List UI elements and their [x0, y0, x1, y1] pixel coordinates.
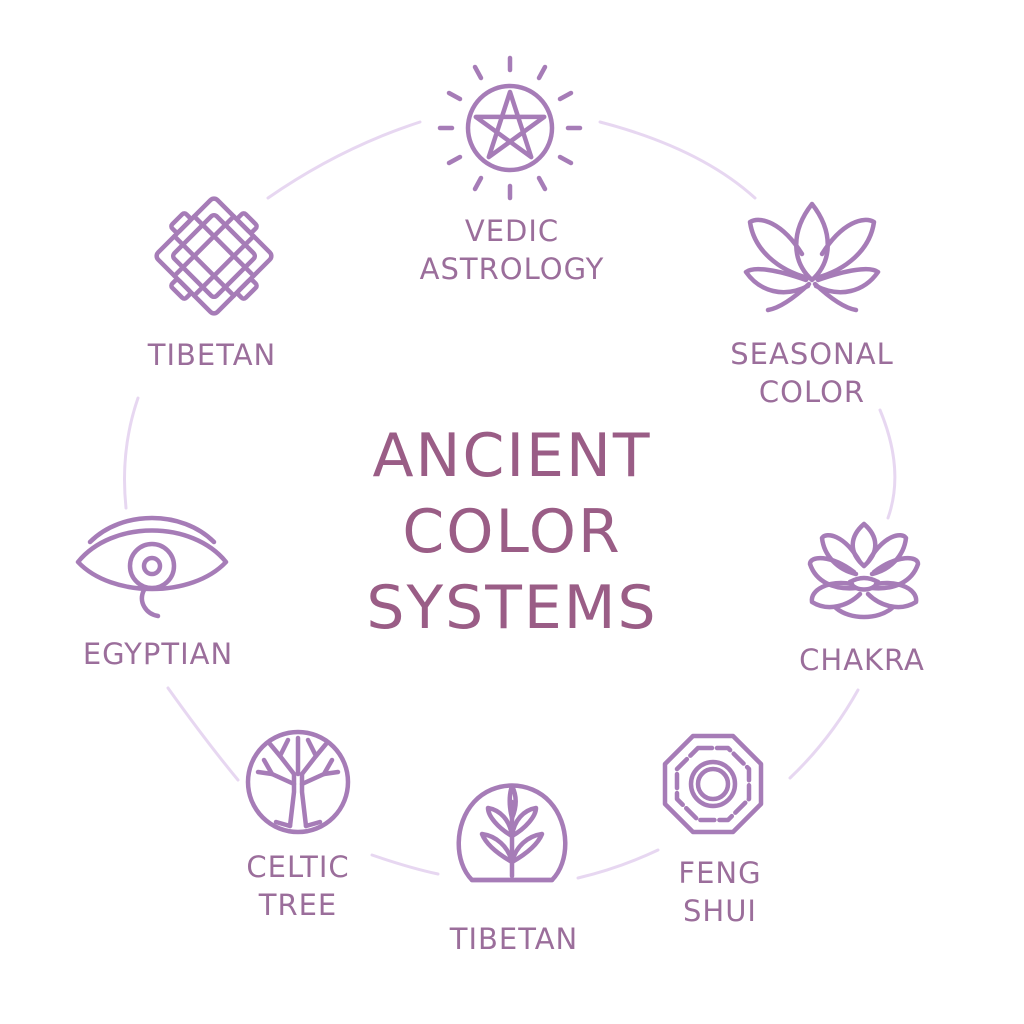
ring-arc-top-left [266, 120, 422, 200]
ring-arc-left [123, 396, 140, 510]
title-line-1: ANCIENT [372, 421, 652, 491]
label-tibetan-bottom: TIBETAN [450, 920, 578, 958]
pentagram-sun-icon [437, 55, 583, 201]
label-line: CHAKRA [799, 643, 925, 677]
label-egyptian: EGYPTIAN [83, 635, 233, 673]
ring-arc-right [878, 408, 897, 520]
tree-of-life-icon [245, 729, 351, 835]
label-line: SEASONAL [730, 337, 894, 371]
ring-arc-bottom-right [576, 848, 660, 880]
label-line: COLOR [758, 375, 866, 409]
label-line: EGYPTIAN [82, 637, 234, 671]
endless-knot-icon [154, 196, 274, 316]
label-line: FENG [678, 856, 762, 890]
label-celtic-tree: CELTIC TREE [246, 848, 349, 924]
ring-arcs [123, 120, 897, 880]
ring-arc-lower-right [788, 688, 860, 780]
title-line-3: SYSTEMS [366, 573, 658, 643]
label-line: TREE [258, 888, 338, 922]
lotus-flower-icon [807, 521, 921, 620]
label-chakra: CHAKRA [799, 641, 925, 679]
ring-arc-top-right [598, 120, 757, 200]
label-line: TIBETAN [147, 338, 277, 372]
lotus-icon [743, 201, 881, 313]
eye-of-horus-icon [75, 515, 229, 619]
label-line: CELTIC [246, 850, 350, 884]
label-line: VEDIC [464, 214, 560, 248]
ring-arc-lower-left [166, 686, 240, 782]
label-vedic-astrology: VEDIC ASTROLOGY [420, 212, 605, 288]
label-feng-shui: FENG SHUI [678, 854, 761, 930]
label-tibetan-top: TIBETAN [148, 336, 276, 374]
label-line: SHUI [682, 894, 757, 928]
diagram-title: ANCIENT COLOR SYSTEMS [366, 418, 657, 646]
label-seasonal-color: SEASONAL COLOR [730, 335, 894, 411]
bagua-octagon-icon [662, 733, 764, 835]
ring-arc-bottom-left [370, 853, 440, 876]
label-line: ASTROLOGY [419, 252, 605, 286]
label-line: TIBETAN [449, 922, 579, 956]
title-line-2: COLOR [402, 497, 622, 567]
sprout-dome-icon [456, 783, 568, 883]
